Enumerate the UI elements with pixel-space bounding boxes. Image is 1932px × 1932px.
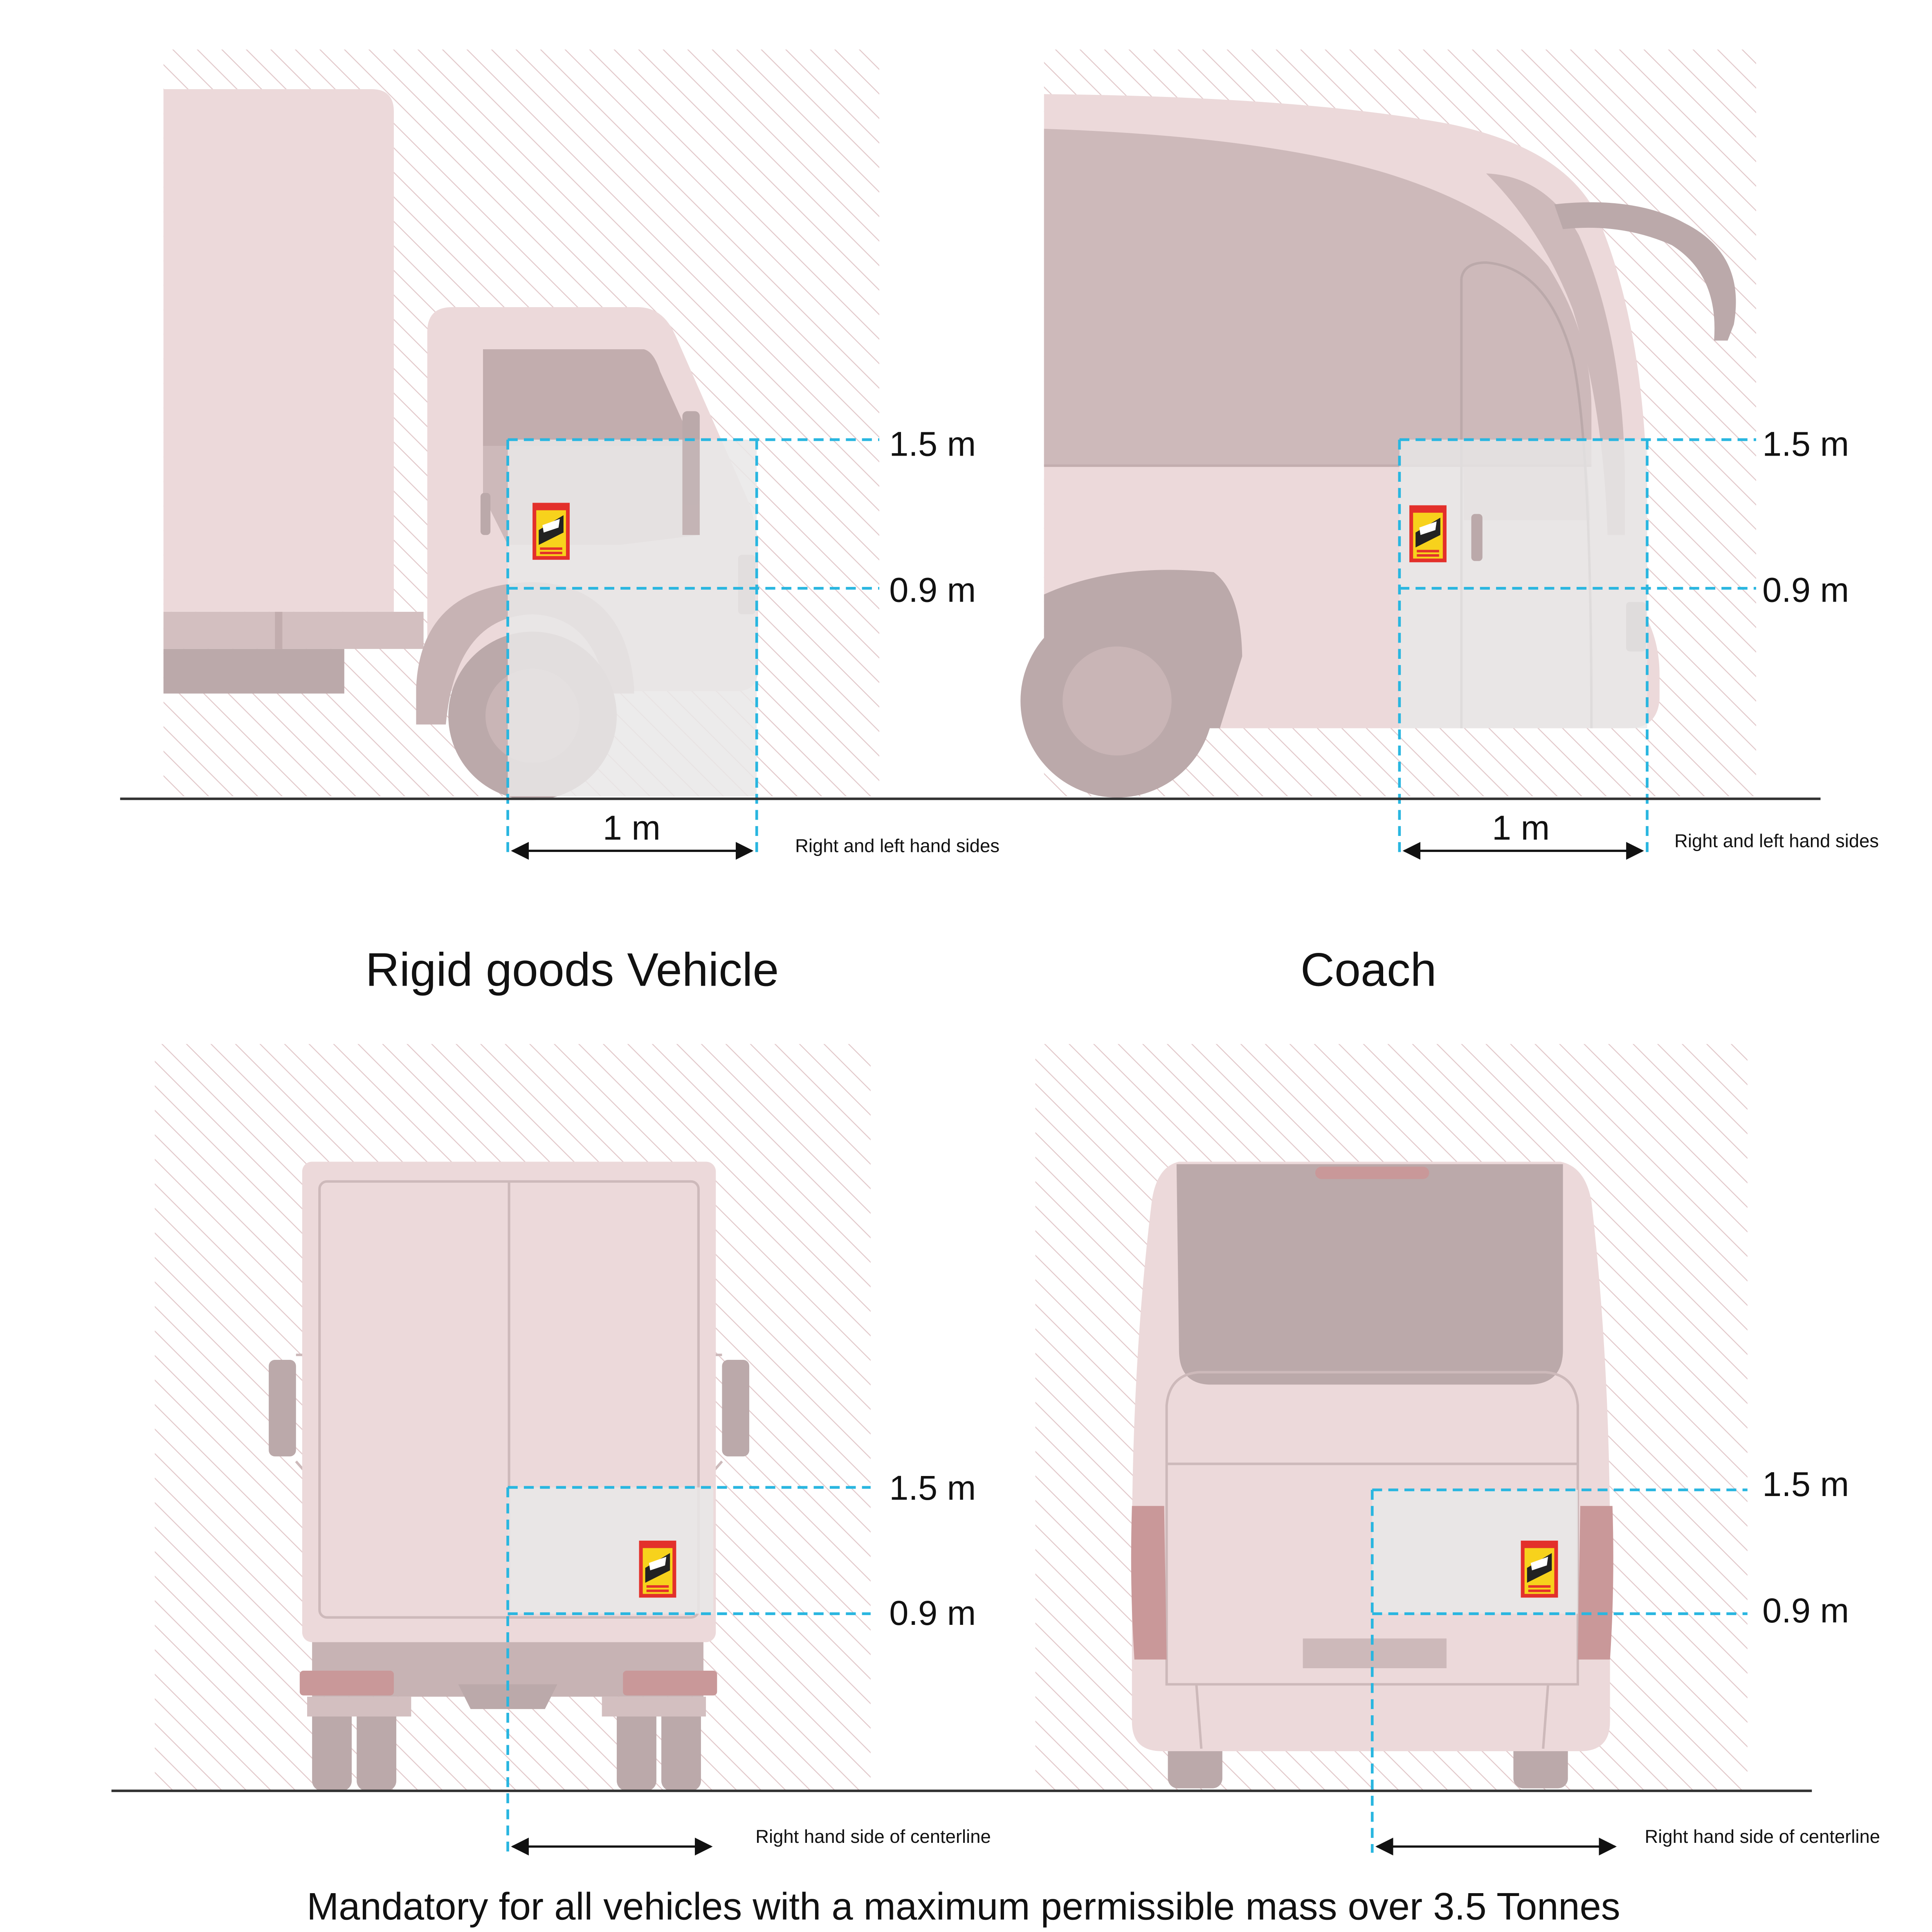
footer-note: Mandatory for all vehicles with a maximu… [307, 1885, 1620, 1928]
title-coach: Coach [1301, 944, 1437, 996]
panel-coach-rear: 1.5 m 0.9 m Right hand side of centerlin… [1035, 1044, 1880, 1856]
label-1-5m: 1.5 m [1762, 424, 1849, 463]
label-1-5m: 1.5 m [889, 1468, 976, 1507]
rigid-truck-rear-view [269, 1161, 750, 1791]
dimension-guides [1370, 1488, 1748, 1853]
coach-rear-view [1131, 1161, 1613, 1788]
blind-spot-warning-sign-icon [1409, 505, 1447, 562]
blind-spot-warning-sign-icon [1521, 1541, 1558, 1598]
label-1-5m: 1.5 m [1762, 1465, 1849, 1503]
label-0-9m: 0.9 m [1762, 1591, 1849, 1630]
note-sides: Right and left hand sides [795, 835, 1000, 856]
dimension-guides [506, 1486, 871, 1853]
title-rigid: Rigid goods Vehicle [366, 944, 779, 996]
dimension-guides [1398, 438, 1756, 855]
blind-spot-zone [508, 440, 757, 797]
label-0-9m: 0.9 m [889, 1593, 976, 1632]
label-0-9m: 0.9 m [1762, 571, 1849, 609]
label-1m: 1 m [603, 808, 660, 847]
blind-spot-warning-sign-icon [532, 503, 570, 560]
label-1-5m: 1.5 m [889, 424, 976, 463]
panel-rigid-rear: 1.5 m 0.9 m Right hand side of centerlin… [155, 1044, 991, 1856]
note-centerline: Right hand side of centerline [1644, 1826, 1880, 1847]
blind-spot-warning-sign-icon [639, 1541, 676, 1598]
blind-spot-zone [1399, 440, 1647, 728]
panel-coach-side: 1.5 m 0.9 m 1 m Right and left hand side… [1020, 49, 1879, 860]
dimension-guides [506, 438, 880, 855]
label-0-9m: 0.9 m [889, 571, 976, 609]
panel-rigid-side: 1.5 m 0.9 m 1 m Right and left hand side… [163, 49, 1000, 860]
note-centerline: Right hand side of centerline [755, 1826, 991, 1847]
note-sides: Right and left hand sides [1674, 830, 1879, 851]
blind-spot-zone [508, 1487, 714, 1614]
label-1m: 1 m [1492, 808, 1550, 847]
